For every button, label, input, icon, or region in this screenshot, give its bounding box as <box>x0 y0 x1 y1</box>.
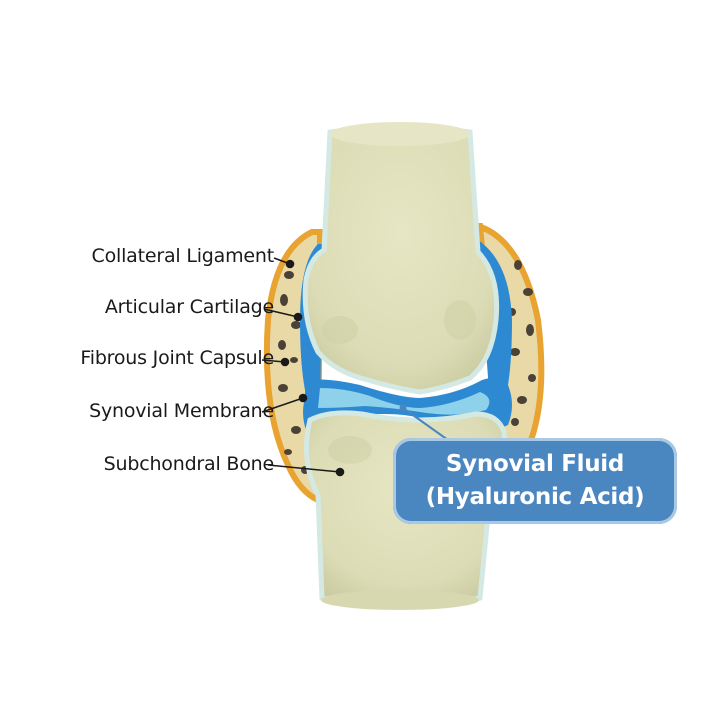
callout-line-2: (Hyaluronic Acid) <box>425 484 645 510</box>
label-articular-cartilage: Articular Cartilage <box>104 296 274 318</box>
synovial-fluid <box>318 388 490 415</box>
lower-bone-bottom <box>321 590 479 610</box>
upper-bone-top <box>330 122 470 146</box>
callout-line-1: Synovial Fluid <box>445 451 625 477</box>
synovial-fluid-callout: Synovial Fluid (Hyaluronic Acid) <box>393 438 677 524</box>
label-collateral-ligament: Collateral Ligament <box>91 245 275 267</box>
upper-bone <box>302 124 500 395</box>
leader-lines <box>261 257 345 477</box>
label-fibrous-joint-capsule: Fibrous Joint Capsule <box>80 347 274 369</box>
label-synovial-membrane: Synovial Membrane <box>89 400 274 422</box>
label-subchondral-bone: Subchondral Bone <box>103 453 275 475</box>
